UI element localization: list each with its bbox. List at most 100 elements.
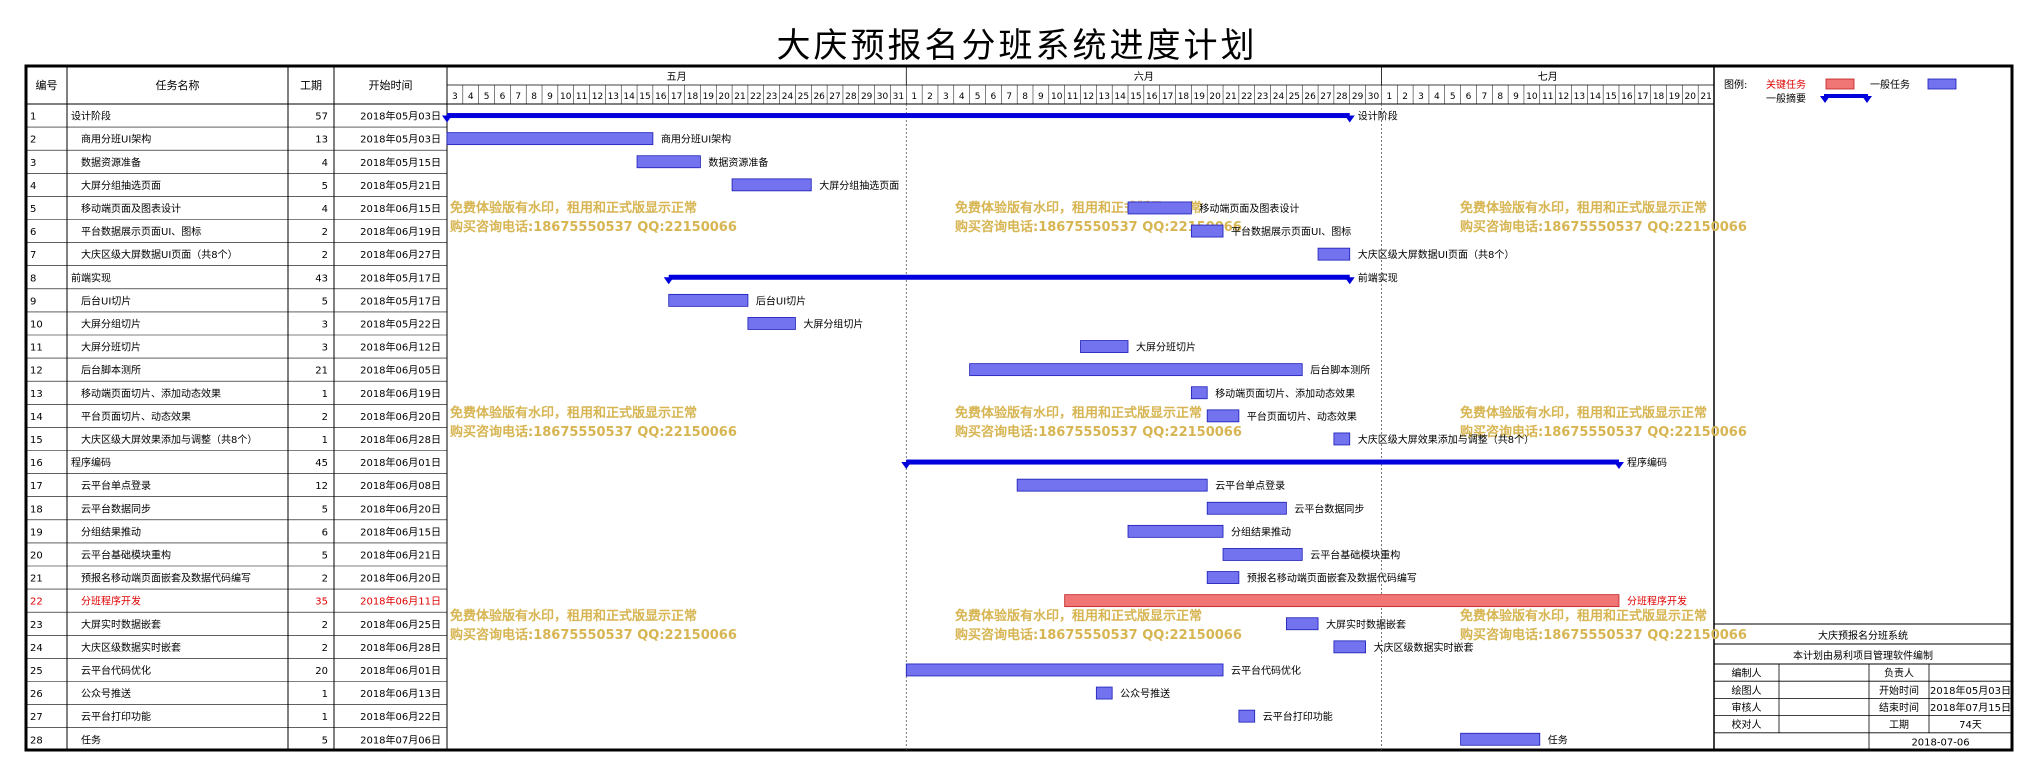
day-label: 17 (671, 92, 682, 102)
day-label: 19 (1194, 92, 1206, 102)
legend-normal-swatch (1927, 78, 1957, 90)
day-label: 27 (829, 92, 840, 102)
task-no: 1 (30, 112, 36, 123)
task-no: 20 (30, 550, 43, 561)
task-no: 9 (30, 296, 36, 307)
task-bar-label: 任务 (1548, 733, 1568, 746)
task-duration: 45 (315, 458, 328, 469)
summary-end-marker (1344, 277, 1355, 285)
task-no: 28 (30, 735, 43, 746)
day-label: 25 (798, 92, 809, 102)
day-label: 26 (1304, 92, 1316, 102)
task-no: 7 (30, 250, 36, 261)
day-label: 16 (655, 92, 667, 102)
day-label: 30 (1368, 92, 1380, 102)
task-bar-label: 移动端页面及图表设计 (1199, 202, 1299, 215)
day-label: 17 (1637, 92, 1648, 102)
task-start: 2018年06月08日 (360, 479, 441, 492)
task-bar-label: 分班程序开发 (1627, 595, 1687, 608)
day-label: 6 (991, 92, 997, 102)
task-duration: 1 (322, 435, 328, 446)
day-label: 18 (687, 92, 699, 102)
task-name: 后台UI切片 (81, 294, 131, 307)
day-label: 21 (1225, 92, 1236, 102)
task-bar-label: 商用分班UI架构 (661, 133, 731, 146)
task-start: 2018年06月28日 (360, 433, 441, 446)
watermark-line1: 免费体验版有水印，租用和正式版显示正常 (955, 405, 1202, 421)
task-start: 2018年06月20日 (360, 502, 441, 515)
task-name: 任务 (81, 733, 101, 746)
watermark-line2: 购买咨询电话:18675550537 QQ:22150066 (450, 627, 737, 643)
day-label: 12 (1558, 92, 1569, 102)
day-label: 16 (1146, 92, 1158, 102)
day-label: 10 (560, 92, 572, 102)
watermark-line2: 购买咨询电话:18675550537 QQ:22150066 (1460, 424, 1747, 440)
header-start: 开始时间 (369, 78, 413, 92)
task-no: 22 (30, 597, 43, 608)
task-name: 平台页面切片、动态效果 (81, 410, 191, 423)
task-no: 4 (30, 181, 36, 192)
watermark-line1: 免费体验版有水印，租用和正式版显示正常 (1460, 608, 1707, 624)
day-label: 13 (608, 92, 619, 102)
task-bar-label: 云平台打印功能 (1263, 710, 1333, 723)
task-no: 3 (30, 158, 36, 169)
task-no: 2 (30, 135, 36, 146)
day-label: 3 (943, 92, 949, 102)
day-label: 15 (1605, 92, 1616, 102)
task-no: 27 (30, 712, 43, 723)
task-duration: 5 (322, 504, 328, 515)
task-bar (1080, 340, 1129, 353)
task-bar (446, 132, 654, 146)
day-label: 23 (1257, 92, 1268, 102)
task-bar (1127, 524, 1224, 538)
task-name: 云平台基础模块重构 (81, 548, 171, 561)
task-duration: 3 (322, 343, 328, 354)
day-label: 11 (1542, 92, 1553, 102)
day-label: 29 (1352, 92, 1364, 102)
legend-normal-text: 一般任务 (1870, 78, 1910, 91)
day-label: 2 (1402, 92, 1408, 102)
legend-summary-text: 一般摘要 (1766, 92, 1806, 105)
task-name: 大屏实时数据嵌套 (81, 618, 161, 631)
watermark-line1: 免费体验版有水印，租用和正式版显示正常 (955, 608, 1202, 624)
month-label: 七月 (1538, 71, 1558, 83)
task-duration: 2 (322, 620, 328, 631)
task-duration: 5 (322, 735, 328, 746)
info-cell: 编制人 (1732, 667, 1762, 680)
legend-critical-text: 关键任务 (1766, 78, 1806, 91)
task-start: 2018年06月20日 (360, 572, 441, 585)
task-no: 26 (30, 689, 43, 700)
task-name: 移动端页面及图表设计 (81, 202, 181, 215)
task-name: 云平台打印功能 (81, 710, 151, 723)
task-name: 平台数据展示页面UI、图标 (81, 225, 201, 238)
task-no: 12 (30, 366, 43, 377)
task-bar-label: 程序编码 (1627, 456, 1667, 469)
task-start: 2018年06月22日 (360, 710, 441, 723)
task-no: 18 (30, 504, 43, 515)
day-label: 3 (1418, 92, 1424, 102)
task-bar-label: 数据资源准备 (708, 156, 768, 169)
task-start: 2018年06月15日 (360, 525, 441, 538)
task-bar (905, 663, 1224, 677)
watermark-line1: 免费体验版有水印，租用和正式版显示正常 (1460, 405, 1707, 421)
task-start: 2018年06月13日 (360, 687, 441, 700)
day-label: 15 (1130, 92, 1141, 102)
day-label: 20 (1685, 92, 1697, 102)
day-label: 14 (1589, 92, 1601, 102)
task-bar-label: 设计阶段 (1358, 110, 1398, 123)
header-duration: 工期 (300, 79, 322, 92)
task-bar (1285, 617, 1319, 631)
day-label: 20 (718, 92, 730, 102)
task-bar-label: 云平台单点登录 (1215, 479, 1285, 492)
info-made-by: 本计划由易利项目管理软件编制 (1793, 649, 1933, 662)
day-label: 5 (975, 92, 981, 102)
day-label: 4 (468, 92, 474, 102)
task-duration: 4 (322, 204, 328, 215)
task-no: 25 (30, 666, 43, 677)
task-duration: 21 (315, 366, 328, 377)
watermark-line2: 购买咨询电话:18675550537 QQ:22150066 (955, 424, 1242, 440)
task-name: 公众号推送 (81, 687, 131, 700)
task-bar (668, 293, 749, 307)
day-label: 1 (911, 92, 917, 102)
